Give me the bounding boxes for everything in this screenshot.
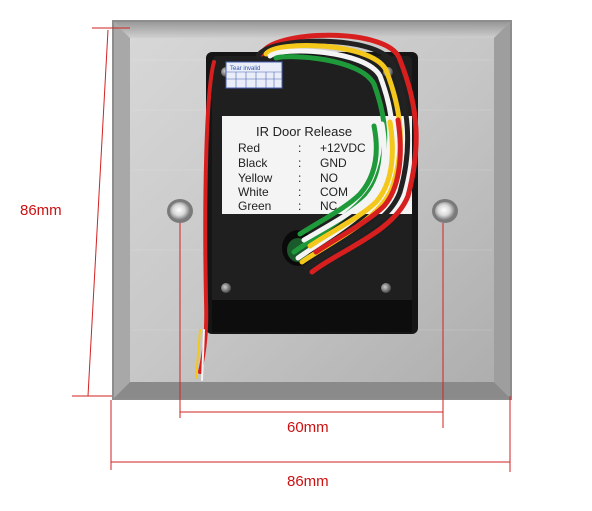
label-row-color: White [238, 185, 269, 199]
label-title: IR Door Release [256, 124, 352, 139]
label-row-value: NO [320, 171, 338, 185]
label-row-sep: : [298, 199, 301, 213]
label-row-value: +12VDC [320, 141, 366, 155]
height-dimension-label: 86mm [20, 202, 62, 219]
tear-invalid-sticker [225, 61, 283, 89]
label-row-value: NC [320, 199, 338, 213]
label-row-sep: : [298, 185, 301, 199]
mounting-hole-right [432, 199, 458, 223]
label-row-color: Black [238, 156, 268, 170]
label-row-value: GND [320, 156, 347, 170]
wire-overlay [297, 117, 403, 255]
label-row-sep: : [298, 171, 301, 185]
mounting-hole-left [167, 199, 193, 223]
label-row-color: Yellow [238, 171, 273, 185]
dimension-lines [72, 27, 511, 472]
label-row-color: Green [238, 199, 271, 213]
hole-spacing-dimension-label: 60mm [287, 419, 329, 436]
label-row-color: Red [238, 141, 260, 155]
label-row-sep: : [298, 156, 301, 170]
height-line [87, 29, 109, 397]
sticker-text: Tear invalid [230, 66, 260, 72]
width-dimension-label: 86mm [287, 473, 329, 490]
label-row-value: COM [320, 185, 348, 199]
label-text: IR Door Release Red : +12VDC Black : GND… [230, 66, 366, 213]
label-row-sep: : [298, 141, 301, 155]
